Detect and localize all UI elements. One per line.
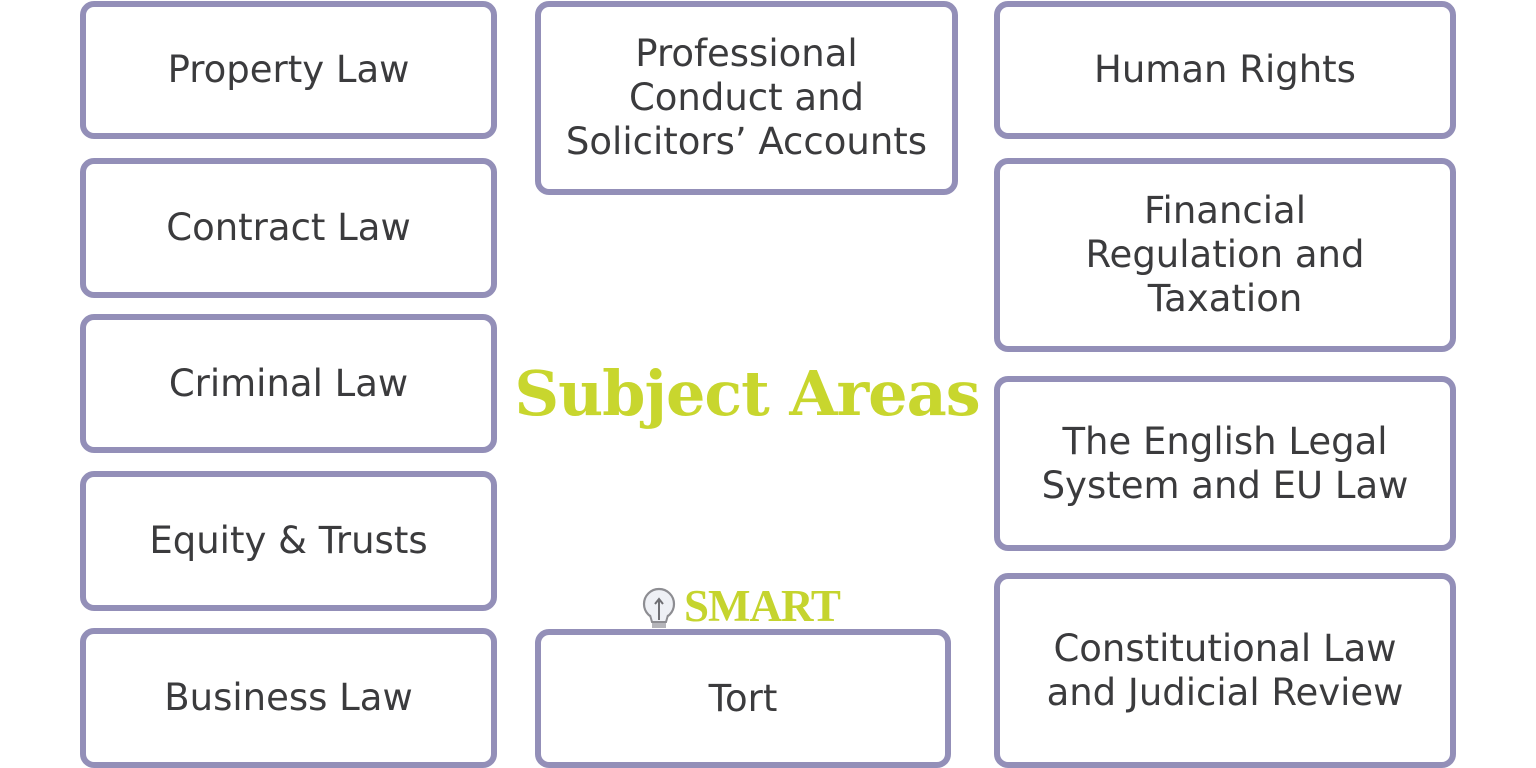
subject-label: Financial Regulation and Taxation <box>1085 189 1365 320</box>
subject-label: Property Law <box>167 48 410 91</box>
subject-label: Human Rights <box>1094 48 1356 91</box>
subject-box-financial-regulation: Financial Regulation and Taxation <box>994 158 1456 352</box>
subject-label: The English Legal System and EU Law <box>1041 419 1409 507</box>
subject-box-human-rights: Human Rights <box>994 1 1456 139</box>
subject-label: Professional Conduct and Solicitors’ Acc… <box>565 32 928 163</box>
subject-box-constitutional-law: Constitutional Law and Judicial Review <box>994 573 1456 768</box>
logo-text: SMART <box>684 581 841 631</box>
subject-label: Constitutional Law and Judicial Review <box>1046 626 1404 714</box>
subject-box-tort: Tort <box>535 629 951 768</box>
subject-box-criminal-law: Criminal Law <box>80 314 497 453</box>
subject-label: Equity & Trusts <box>149 519 428 562</box>
subject-box-business-law: Business Law <box>80 628 497 768</box>
subject-label: Business Law <box>164 676 413 719</box>
subject-box-english-legal-system: The English Legal System and EU Law <box>994 376 1456 551</box>
subject-box-professional-conduct: Professional Conduct and Solicitors’ Acc… <box>535 1 958 195</box>
subject-box-property-law: Property Law <box>80 1 497 139</box>
subject-box-equity-trusts: Equity & Trusts <box>80 471 497 611</box>
smart-logo: SMART <box>640 581 850 631</box>
subject-label: Contract Law <box>166 206 411 249</box>
subject-label: Criminal Law <box>168 361 409 405</box>
subject-label: Tort <box>708 676 778 720</box>
page-title: Subject Areas <box>514 357 980 430</box>
subject-box-contract-law: Contract Law <box>80 158 497 298</box>
lightbulb-icon <box>642 587 676 628</box>
